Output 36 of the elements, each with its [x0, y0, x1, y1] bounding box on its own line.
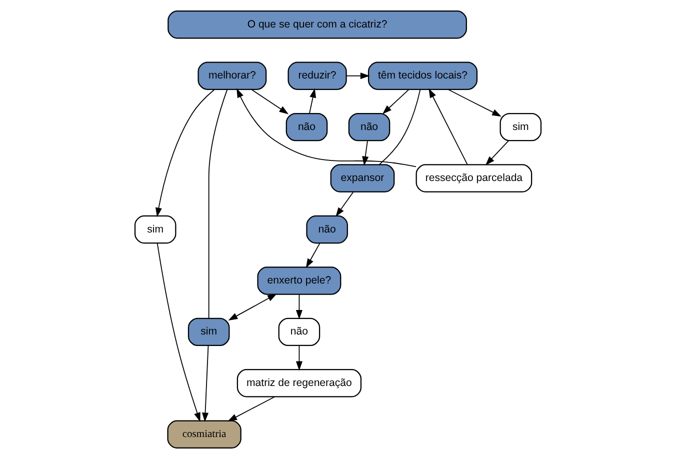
node-box: reduzir?: [287, 62, 346, 90]
arrow: [305, 242, 320, 268]
node-box: sim: [187, 318, 230, 346]
arrow: [227, 396, 274, 422]
arrow: [447, 89, 501, 117]
arrow: [156, 242, 200, 422]
node-box: sim: [499, 112, 542, 142]
node-box: matriz de regeneração: [236, 369, 362, 398]
arrow: [201, 345, 208, 422]
arrow: [308, 88, 316, 114]
arrow: [345, 72, 370, 80]
node-box: enxerto pele?: [256, 266, 341, 295]
arrow: [382, 89, 409, 114]
arrow: [295, 294, 302, 320]
node-box: não: [348, 112, 390, 142]
arrow: [428, 88, 468, 166]
node-box: não: [285, 112, 328, 142]
arrow: [484, 140, 508, 166]
node-box: não: [278, 318, 320, 346]
arrow: [228, 294, 276, 320]
connector: [208, 89, 228, 319]
arrow: [250, 89, 288, 114]
arrow: [362, 140, 368, 166]
node-box: cosmiatria: [166, 420, 241, 448]
connector: [378, 88, 420, 166]
arrow: [154, 89, 214, 218]
node-box: têm tecidos locais?: [367, 62, 478, 90]
node-box: expansor: [330, 164, 394, 192]
arrow: [295, 345, 302, 371]
node-box: O que se quer com a cicatriz?: [167, 10, 466, 39]
arrow: [335, 192, 354, 217]
node-box: não: [306, 215, 348, 244]
node-box: sim: [134, 215, 176, 244]
node-box: melhorar?: [197, 62, 266, 90]
node-box: ressecção parcelada: [415, 164, 532, 192]
arrow: [236, 88, 416, 168]
